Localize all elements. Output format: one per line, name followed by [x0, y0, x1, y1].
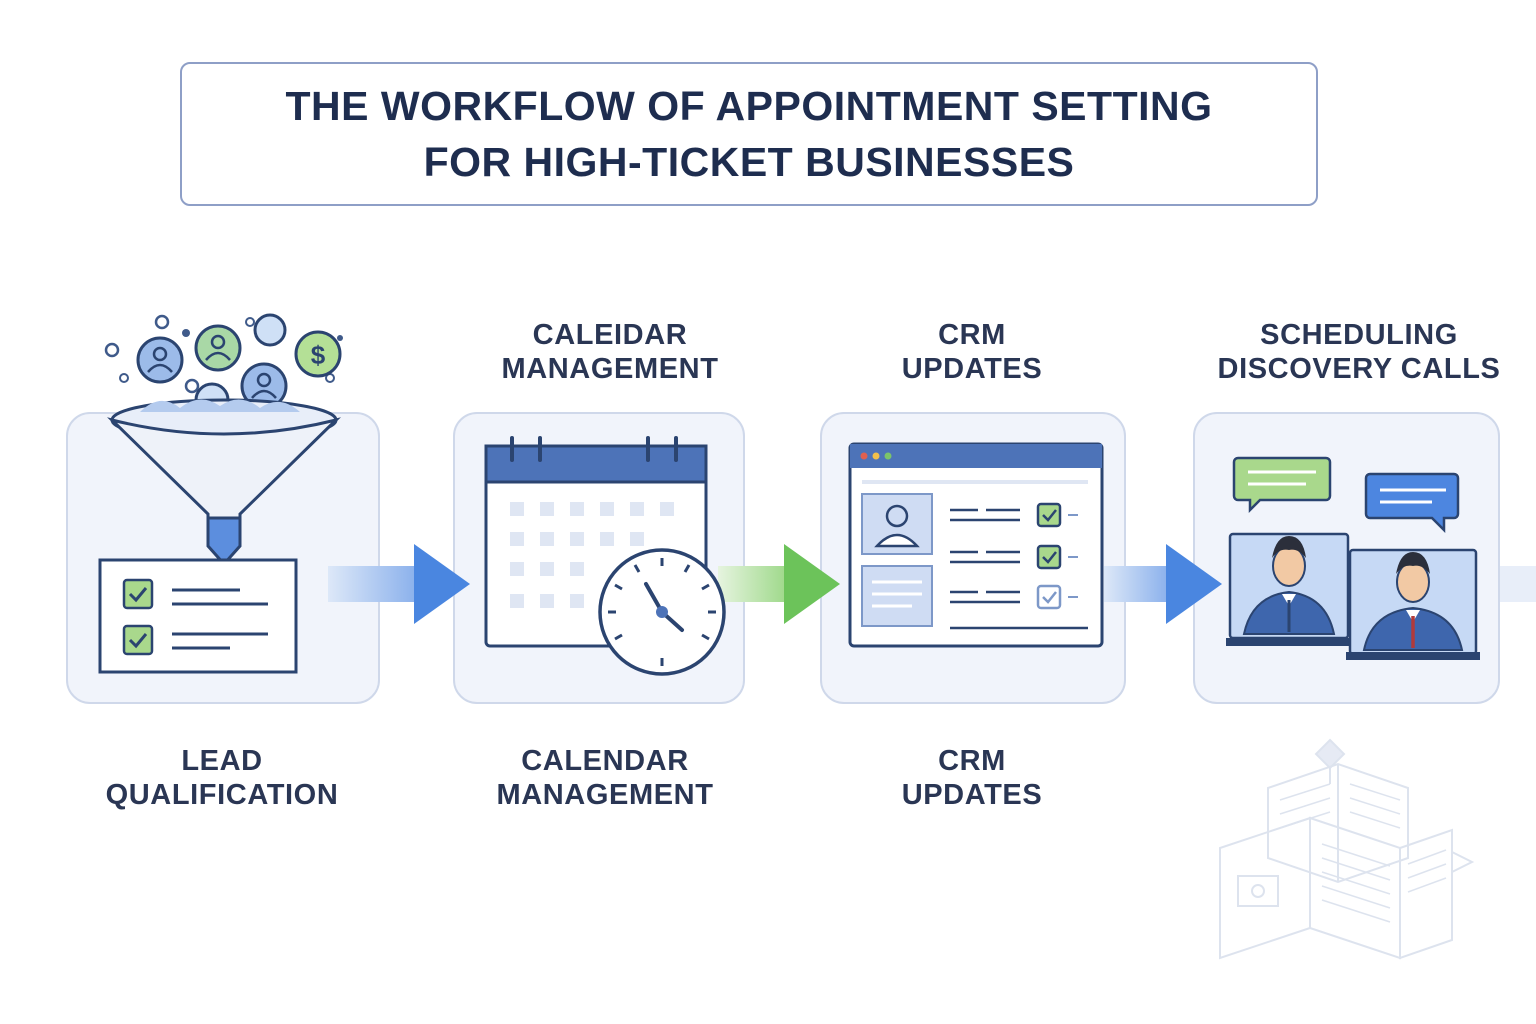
- crm-window-icon: [848, 442, 1104, 648]
- arrow-4-partial-icon: [1500, 566, 1536, 602]
- step-4-top-label: SCHEDULING DISCOVERY CALLS: [1217, 319, 1501, 385]
- video-call-icon: [1226, 456, 1480, 660]
- step-2-bottom-label: CALENDAR MANAGEMENT: [496, 745, 714, 811]
- title-box: THE WORKFLOW OF APPOINTMENT SETTING FOR …: [180, 62, 1318, 206]
- calendar-clock-icon: [484, 436, 726, 676]
- arrow-3-icon: [1104, 544, 1222, 624]
- step-2-top-label: CALEIDAR MANAGEMENT: [501, 319, 719, 385]
- funnel-icon: $: [98, 313, 343, 674]
- svg-text:$: $: [311, 340, 326, 370]
- arrow-2-icon: [718, 544, 840, 624]
- diagram-title: THE WORKFLOW OF APPOINTMENT SETTING FOR …: [285, 83, 1213, 185]
- step-1-bottom-label: LEAD QUALIFICATION: [105, 745, 339, 811]
- arrow-1-icon: [328, 544, 470, 624]
- faded-documents-illustration-icon: [1219, 738, 1475, 960]
- step-3-top-label: CRM UPDATES: [901, 319, 1043, 385]
- step-3-bottom-label: CRM UPDATES: [901, 745, 1043, 811]
